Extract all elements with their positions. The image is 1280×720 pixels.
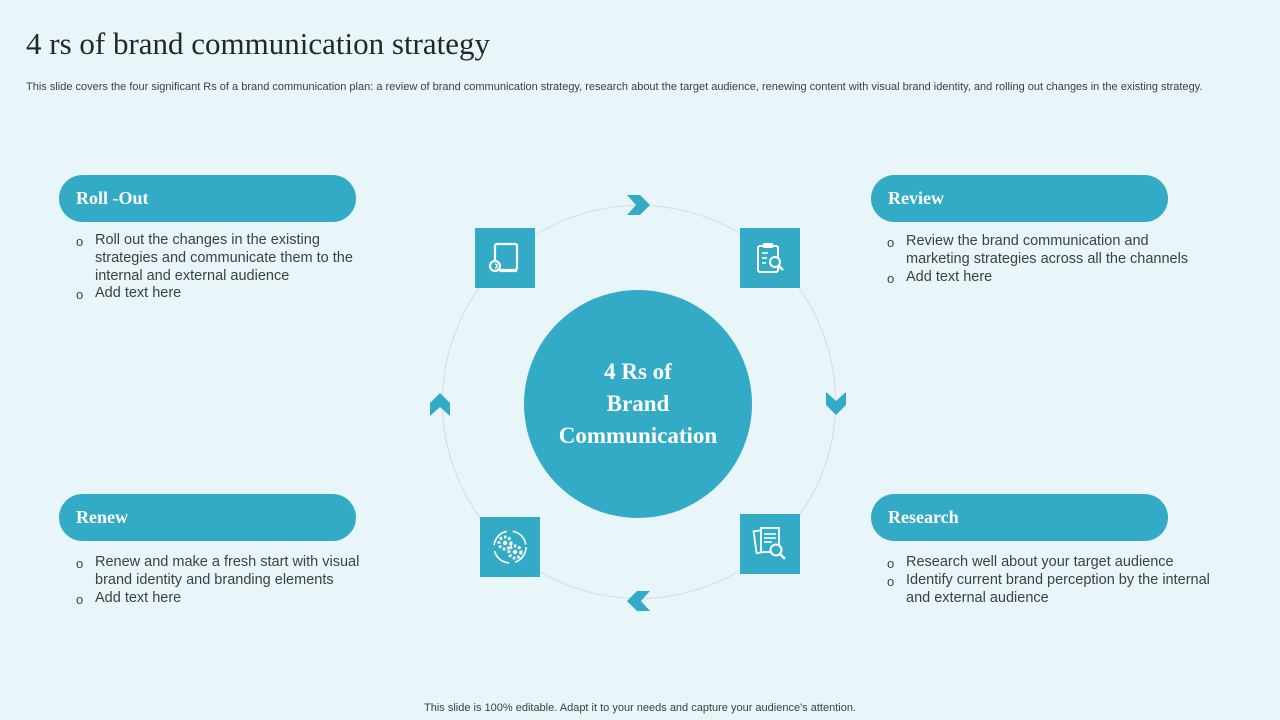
review-header: Review xyxy=(871,175,1168,222)
list-item: Add text here xyxy=(887,269,1207,288)
list-item: Add text here xyxy=(76,285,366,304)
chevron-down-icon xyxy=(826,392,846,415)
research-icon-box xyxy=(740,514,800,574)
chevron-left-icon xyxy=(627,591,650,611)
review-icon-box xyxy=(740,228,800,288)
renew-header: Renew xyxy=(59,494,356,541)
rollout-bullets: Roll out the changes in the existing str… xyxy=(76,232,366,304)
list-item: Identify current brand perception by the… xyxy=(887,572,1217,608)
slide-subtitle: This slide covers the four significant R… xyxy=(26,81,1203,93)
list-item: Review the brand communication and marke… xyxy=(887,233,1207,269)
rollout-header: Roll -Out xyxy=(59,175,356,222)
document-search-icon xyxy=(752,527,786,560)
review-bullets: Review the brand communication and marke… xyxy=(887,233,1207,288)
list-item: Roll out the changes in the existing str… xyxy=(76,232,366,285)
renew-bullets: Renew and make a fresh start with visual… xyxy=(76,554,376,609)
clipboard-search-icon xyxy=(757,243,784,273)
list-item: Add text here xyxy=(76,590,376,609)
rollout-icon-box xyxy=(475,228,535,288)
center-line-2: Brand xyxy=(606,391,670,416)
slide-title: 4 rs of brand communication strategy xyxy=(26,26,491,61)
chevron-up-icon xyxy=(430,393,450,416)
center-circle: 4 Rs of Brand Communication xyxy=(524,290,752,518)
research-bullets: Research well about your target audience… xyxy=(887,554,1217,607)
footer-note: This slide is 100% editable. Adapt it to… xyxy=(424,702,856,714)
center-line-3: Communication xyxy=(558,423,718,448)
list-item: Research well about your target audience xyxy=(887,554,1217,573)
gears-icon xyxy=(493,530,527,564)
scroll-icon xyxy=(488,242,519,273)
center-text: 4 Rs of Brand Communication xyxy=(538,356,738,452)
center-line-1: 4 Rs of xyxy=(604,359,672,384)
chevron-right-icon xyxy=(627,195,650,215)
list-item: Renew and make a fresh start with visual… xyxy=(76,554,376,590)
research-header: Research xyxy=(871,494,1168,541)
renew-icon-box xyxy=(480,517,540,577)
